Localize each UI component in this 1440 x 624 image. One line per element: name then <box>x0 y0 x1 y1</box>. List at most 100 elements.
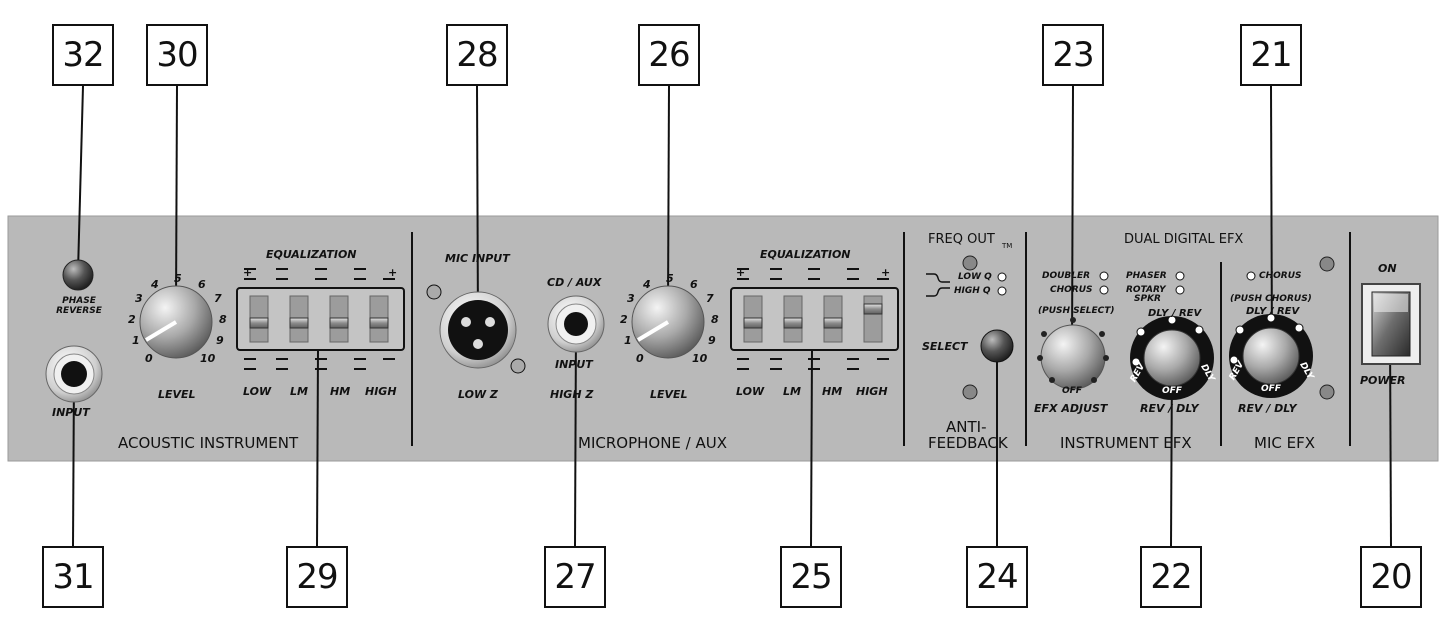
mic-chorus-label: CHORUS <box>1259 271 1302 281</box>
anti-label: ANTI- <box>946 418 987 436</box>
xlr-mic-input <box>439 291 517 369</box>
inst-rev-dly-label: REV / DLY <box>1140 402 1199 415</box>
cd-input-label: INPUT <box>555 358 593 371</box>
efx-adjust-knob <box>1037 317 1109 390</box>
select-label: SELECT <box>922 340 968 353</box>
acoustic-dial-3: 3 <box>135 292 143 305</box>
mic-efx-label: MIC EFX <box>1254 434 1315 452</box>
low-q-symbol <box>926 273 950 283</box>
acoustic-eq-plus-right: + <box>388 266 398 279</box>
efx-adjust-label: EFX ADJUST <box>1034 402 1108 415</box>
acoustic-dial-6: 6 <box>198 278 206 291</box>
acoustic-dial-2: 2 <box>128 313 136 326</box>
phaser-led <box>1175 271 1185 281</box>
callout-31: 31 <box>42 546 104 608</box>
phaser-label: PHASER <box>1126 271 1167 281</box>
mic-level-label: LEVEL <box>650 388 688 401</box>
callout-27: 27 <box>544 546 606 608</box>
push-select-label: (PUSH SELECT) <box>1038 306 1115 316</box>
mic-dly-rev-label: DLY / REV <box>1246 306 1300 317</box>
cd-aux-label: CD / AUX <box>547 276 602 289</box>
acoustic-eq-band-lm: LM <box>290 385 308 398</box>
inst-dly-rev-label: DLY / REV <box>1148 308 1202 319</box>
callout-23: 23 <box>1042 24 1104 86</box>
callout-24: 24 <box>966 546 1028 608</box>
xlr-screw-top <box>426 284 442 300</box>
chorus-label: CHORUS <box>1050 285 1093 295</box>
callout-30: 30 <box>146 24 208 86</box>
mic-rev-dly-knob <box>1229 313 1313 398</box>
mic-efx-led-bottom <box>1319 384 1335 400</box>
mic-dial-3: 3 <box>627 292 635 305</box>
acoustic-eq-band-high: HIGH <box>365 385 397 398</box>
acoustic-level-knob <box>139 285 213 359</box>
callout-22: 22 <box>1140 546 1202 608</box>
mic-dial-5: 5 <box>666 272 674 285</box>
acoustic-eq-plus-left: + <box>243 266 253 279</box>
doubler-led <box>1099 271 1109 281</box>
chorus-led <box>1099 285 1109 295</box>
acoustic-dial-9: 9 <box>216 334 224 347</box>
acoustic-eq-title: EQUALIZATION <box>266 248 357 261</box>
acoustic-section-label: ACOUSTIC INSTRUMENT <box>118 434 299 452</box>
high-q-led <box>997 286 1007 296</box>
section-dividers <box>411 232 1351 446</box>
mic-eq-plus-left: + <box>736 266 746 279</box>
mic-level-knob <box>631 285 705 359</box>
mic-eq-band-hm: HM <box>822 385 843 398</box>
inst-off-ring-label: OFF <box>1162 386 1182 396</box>
low-q-label: LOW Q <box>958 272 992 282</box>
mic-efx-led-top <box>1319 256 1335 272</box>
mic-dial-9: 9 <box>708 334 716 347</box>
rotary-led <box>1175 285 1185 295</box>
power-label: POWER <box>1360 374 1406 387</box>
low-z-label: LOW Z <box>458 388 498 401</box>
callout-29: 29 <box>286 546 348 608</box>
callout-28: 28 <box>446 24 508 86</box>
instrument-input-jack <box>45 345 103 403</box>
push-chorus-label: (PUSH CHORUS) <box>1230 294 1312 304</box>
callout-32: 32 <box>52 24 114 86</box>
acoustic-eq-band-hm: HM <box>330 385 351 398</box>
freqout-title: FREQ OUT <box>928 232 995 247</box>
doubler-label: DOUBLER <box>1042 271 1091 281</box>
rotary-label: ROTARY <box>1126 285 1166 295</box>
mic-eq-band-low: LOW <box>736 385 765 398</box>
mic-section-label: MICROPHONE / AUX <box>578 434 728 452</box>
mic-dial-8: 8 <box>711 313 719 326</box>
acoustic-dial-1: 1 <box>132 334 140 347</box>
acoustic-eq-block <box>236 268 405 370</box>
mic-dial-2: 2 <box>620 313 628 326</box>
mic-chorus-led <box>1246 271 1256 281</box>
callout-21: 21 <box>1240 24 1302 86</box>
power-switch <box>1361 283 1421 365</box>
acoustic-dial-7: 7 <box>214 292 222 305</box>
phase-reverse-button <box>62 259 94 291</box>
instrument-rev-dly-knob <box>1130 315 1214 400</box>
mic-dial-10: 10 <box>692 352 708 365</box>
mic-eq-plus-right: + <box>881 266 891 279</box>
select-button <box>980 329 1014 363</box>
low-q-led <box>997 272 1007 282</box>
high-q-symbol <box>926 287 950 297</box>
mic-eq-block <box>730 268 899 370</box>
spkr-label: SPKR <box>1134 294 1161 304</box>
callout-26: 26 <box>638 24 700 86</box>
mic-input-label: MIC INPUT <box>445 252 510 265</box>
power-on-label: ON <box>1378 262 1397 275</box>
dual-efx-title: DUAL DIGITAL EFX <box>1124 232 1244 247</box>
phase-reverse-label: PHASE REVERSE <box>56 296 102 316</box>
acoustic-dial-8: 8 <box>219 313 227 326</box>
mic-eq-band-high: HIGH <box>856 385 888 398</box>
callout-20: 20 <box>1360 546 1422 608</box>
high-z-label: HIGH Z <box>550 388 594 401</box>
mic-dial-6: 6 <box>690 278 698 291</box>
instrument-efx-label: INSTRUMENT EFX <box>1060 434 1192 452</box>
cd-aux-input-jack <box>547 295 605 353</box>
efx-off-label: OFF <box>1062 386 1082 396</box>
freqout-led-top <box>962 255 978 271</box>
mic-dial-0: 0 <box>636 352 644 365</box>
xlr-screw-bottom <box>510 358 526 374</box>
